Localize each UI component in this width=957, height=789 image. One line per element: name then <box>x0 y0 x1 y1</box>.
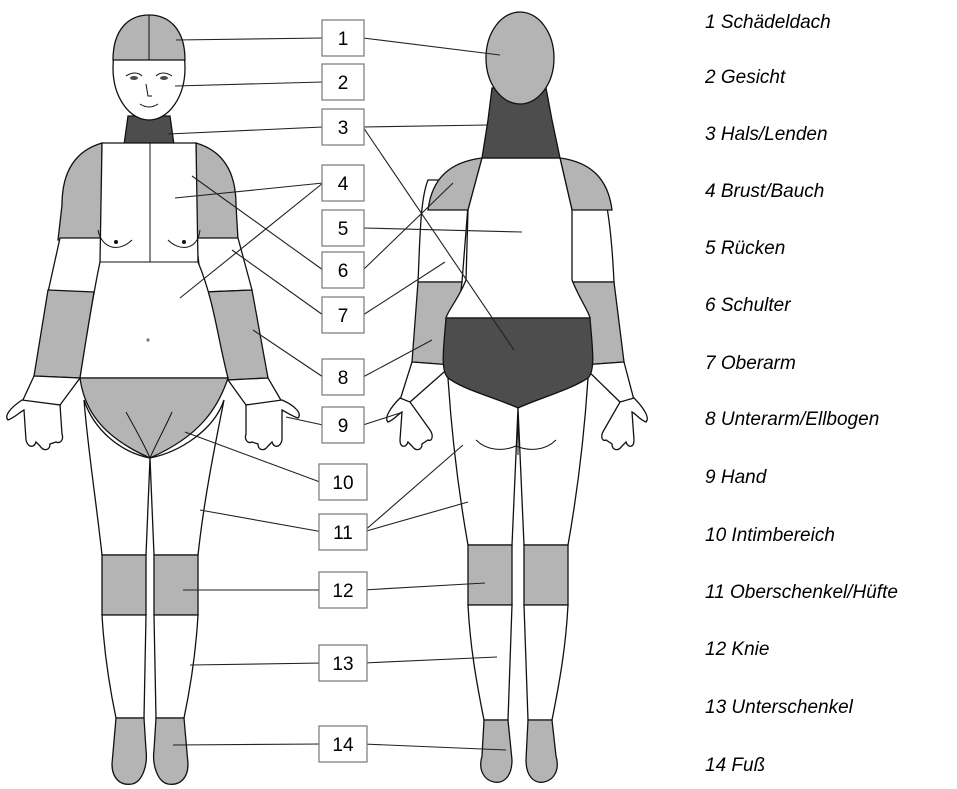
marker-9: 9 <box>322 407 364 443</box>
back-shin-left <box>468 605 512 720</box>
marker-1: 1 <box>322 20 364 56</box>
marker-7: 7 <box>322 297 364 333</box>
back-shin-right <box>524 605 568 720</box>
number-markers: 1 2 3 4 5 6 7 8 <box>319 20 367 762</box>
marker-13: 13 <box>319 645 367 681</box>
marker-3: 3 <box>322 109 364 145</box>
legend-item-14: 14 Fuß <box>705 755 765 777</box>
marker-3-label: 3 <box>338 118 349 139</box>
marker-9-label: 9 <box>338 416 349 437</box>
front-shin-left <box>102 615 146 718</box>
legend-item-7: 7 Oberarm <box>705 353 796 375</box>
legend-item-9: 9 Hand <box>705 467 766 489</box>
front-knee-right <box>154 555 198 615</box>
back-knee-right <box>524 545 568 605</box>
legend-item-4: 4 Brust/Bauch <box>705 181 824 203</box>
back-head <box>486 12 554 104</box>
marker-13-label: 13 <box>332 654 353 675</box>
marker-6: 6 <box>322 252 364 288</box>
marker-11-label: 11 <box>333 523 353 544</box>
back-hand-left <box>387 398 432 450</box>
back-thigh-right <box>518 378 588 545</box>
marker-5: 5 <box>322 210 364 246</box>
front-shin-right <box>154 615 198 718</box>
legend-item-11: 11 Oberschenkel/Hüfte <box>705 582 898 604</box>
legend-item-1: 1 Schädeldach <box>705 12 831 34</box>
legend-item-8: 8 Unterarm/Ellbogen <box>705 409 879 431</box>
back-foot-right <box>526 720 557 782</box>
back-thigh-left <box>448 378 518 545</box>
back-foot-left <box>481 720 512 782</box>
legend-item-13: 13 Unterschenkel <box>705 697 853 719</box>
marker-6-label: 6 <box>338 261 349 282</box>
marker-8-label: 8 <box>338 368 349 389</box>
back-hand-right <box>602 398 647 450</box>
front-upperarm-left <box>48 238 102 295</box>
marker-7-label: 7 <box>338 306 349 327</box>
marker-2: 2 <box>322 64 364 100</box>
front-hand-left <box>7 400 63 450</box>
marker-14-label: 14 <box>332 735 354 756</box>
front-shoulder-right <box>196 143 238 240</box>
legend-item-6: 6 Schulter <box>705 295 791 317</box>
marker-1-label: 1 <box>338 29 349 50</box>
front-knee-left <box>102 555 146 615</box>
back-knee-left <box>468 545 512 605</box>
front-hand-right <box>245 400 299 450</box>
marker-5-label: 5 <box>338 219 349 240</box>
marker-4: 4 <box>322 165 364 201</box>
marker-4-label: 4 <box>338 174 349 195</box>
back-figure <box>387 12 648 782</box>
marker-10-label: 10 <box>332 473 353 494</box>
legend-item-2: 2 Gesicht <box>705 67 785 89</box>
legend-item-3: 3 Hals/Lenden <box>705 124 828 146</box>
legend-item-5: 5 Rücken <box>705 238 785 260</box>
marker-12: 12 <box>319 572 367 608</box>
marker-10: 10 <box>319 464 367 500</box>
marker-12-label: 12 <box>332 581 353 602</box>
marker-8: 8 <box>322 359 364 395</box>
marker-14: 14 <box>319 726 367 762</box>
marker-2-label: 2 <box>338 73 349 94</box>
front-shoulder-left <box>58 143 102 240</box>
front-foot-right <box>154 718 188 784</box>
legend-item-12: 12 Knie <box>705 639 769 661</box>
front-foot-left <box>112 718 146 784</box>
legend-item-10: 10 Intimbereich <box>705 525 835 547</box>
marker-11: 11 <box>319 514 367 550</box>
